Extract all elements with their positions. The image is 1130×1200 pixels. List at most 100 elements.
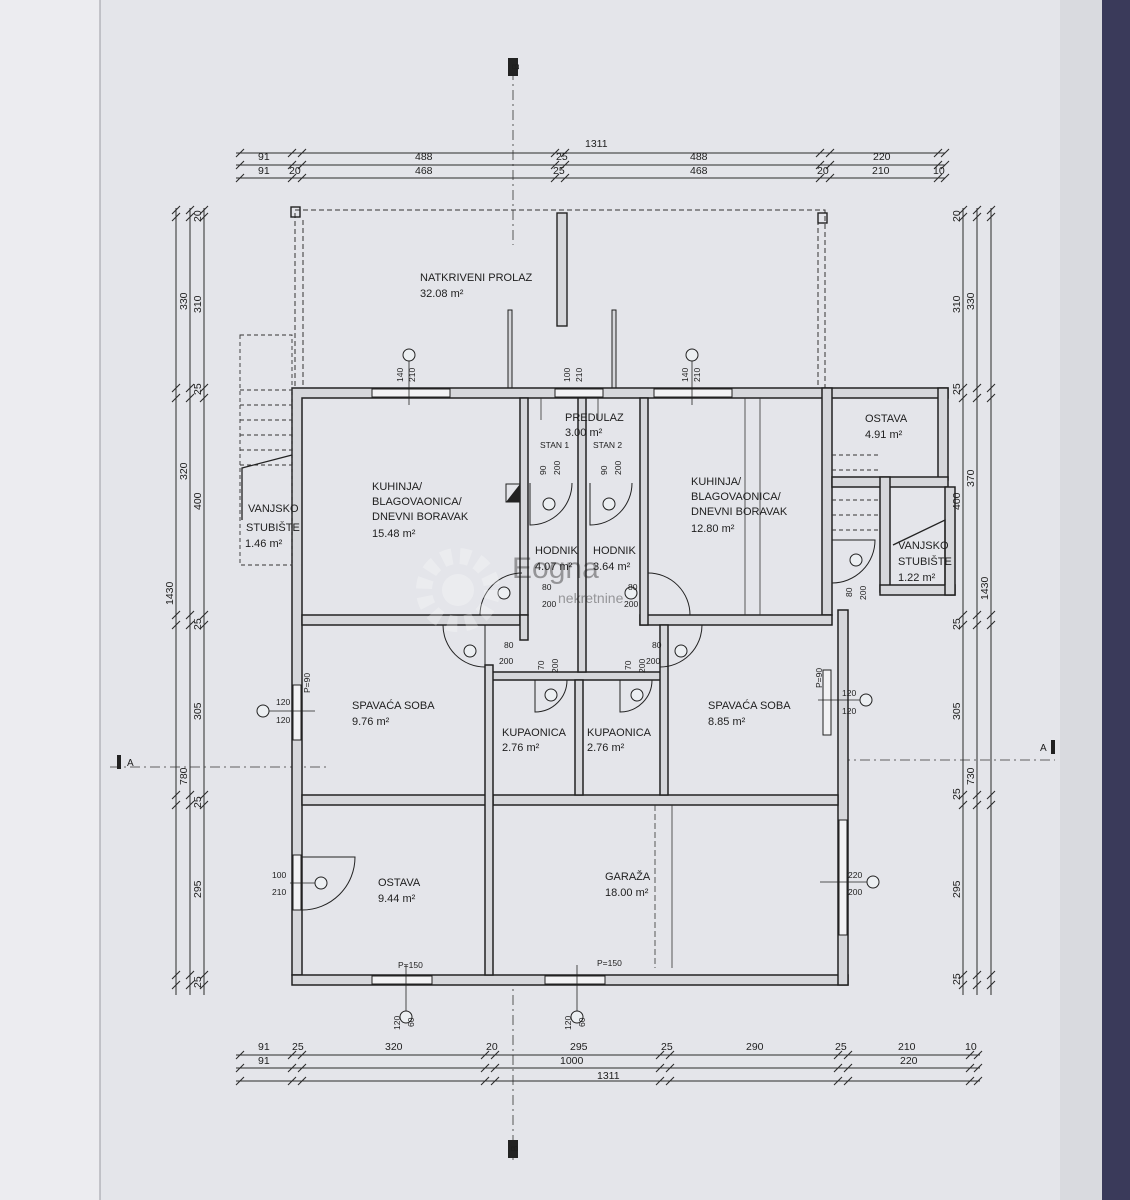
w-sr-a: 120	[842, 688, 856, 698]
dim-tick	[958, 980, 968, 990]
dim-tick	[958, 610, 968, 620]
room-kupaonica-l-area: 2.76 m²	[502, 742, 540, 754]
d-sl-a: 80	[504, 640, 514, 650]
dim-tick	[833, 1076, 843, 1086]
dim-tick	[972, 610, 982, 620]
desk-edge	[1100, 0, 1130, 1200]
dim-tick	[199, 980, 209, 990]
marker-circle-window-sr	[859, 693, 873, 707]
dim-tick	[833, 1050, 843, 1060]
d-vr-a: 80	[844, 587, 854, 597]
dim-bottom-row1: 10	[965, 1041, 977, 1053]
section-marker-bottom-box	[508, 1140, 518, 1158]
dim-tick	[297, 1063, 307, 1073]
dim-right-inner: 25	[951, 383, 963, 395]
fence-post-left	[507, 309, 513, 389]
door-swing-stair-right	[831, 539, 876, 584]
dim-top-row2: 20	[289, 165, 301, 177]
dim-tick	[986, 212, 996, 222]
wall-v-hall-center	[577, 397, 587, 673]
dim-tick	[665, 1076, 675, 1086]
dim-tick	[986, 970, 996, 980]
dim-tick	[815, 160, 825, 170]
dim-bottom-row1: 25	[835, 1041, 847, 1053]
section-label-left: A	[127, 758, 134, 769]
w-sl-a: 120	[276, 697, 290, 707]
dim-tick	[199, 620, 209, 630]
dim-bottom-row1: 290	[746, 1041, 764, 1053]
door-swing-bath-left	[534, 679, 568, 713]
watermark-sun-icon	[442, 574, 474, 606]
marker-circle-kl	[402, 348, 416, 362]
dim-tick	[235, 1063, 245, 1073]
w-sr-b: 120	[842, 706, 856, 716]
outer-wall-storage-right	[937, 387, 949, 481]
w-kr-a: 140	[680, 368, 690, 382]
dim-tick	[480, 1050, 490, 1060]
dim-tick	[480, 1076, 490, 1086]
parapet-sr: P=90	[814, 668, 824, 688]
dim-top-row1: 488	[690, 151, 708, 163]
d-stan1-b: 200	[552, 461, 562, 475]
dim-top-row1: 25	[556, 151, 568, 163]
dim-tick	[972, 800, 982, 810]
room-kuhinja-l-line3: DNEVNI BORAVAK	[372, 511, 469, 523]
dim-top-row1: 488	[415, 151, 433, 163]
dim-tick	[297, 160, 307, 170]
wall-v-bath-center	[574, 679, 584, 796]
dim-tick	[958, 970, 968, 980]
dim-tick	[185, 790, 195, 800]
dim-tick	[171, 620, 181, 630]
parapet-sl: P=90	[302, 673, 312, 693]
room-spavaca-r-name: SPAVAĆA SOBA	[708, 699, 791, 712]
room-kuhinja-r-area: 12.80 m²	[691, 523, 735, 535]
wall-h-left-2	[301, 794, 494, 806]
door-swing-bedroom-left	[442, 624, 486, 668]
dim-tick	[940, 173, 950, 183]
dim-tick	[825, 173, 835, 183]
dim-tick	[972, 393, 982, 403]
dim-tick	[287, 148, 297, 158]
dim-tick	[199, 790, 209, 800]
room-kuhinja-l-line2: BLAGOVAONICA/	[372, 496, 463, 508]
marker-circle-kupr	[630, 688, 644, 702]
dim-tick	[490, 1063, 500, 1073]
d-stan2-b: 200	[613, 461, 623, 475]
room-spavaca-r-area: 8.85 m²	[708, 716, 746, 728]
wall-stair-right-bottom	[879, 584, 956, 596]
room-kupaonica-l-name: KUPAONICA	[502, 727, 567, 739]
door-swing-hodnik-right	[647, 572, 691, 616]
watermark-logo	[416, 548, 500, 632]
d-kupl-a: 70	[536, 660, 546, 670]
dim-tick	[972, 790, 982, 800]
dim-bottom-total: 1311	[597, 1070, 620, 1082]
room-garaza-name: GARAŽA	[605, 870, 651, 883]
w-gar-b: 200	[848, 887, 862, 897]
paper-edge-shadow	[1060, 0, 1102, 1200]
fence-post-right	[611, 309, 617, 389]
window-garage-right	[838, 819, 848, 936]
d-stan2-a: 90	[599, 465, 609, 475]
dim-left-inner: 25	[192, 796, 204, 808]
dim-tick	[958, 620, 968, 630]
room-kuhinja-r-line1: KUHINJA/	[691, 476, 742, 488]
room-garaza-area: 18.00 m²	[605, 887, 649, 899]
dim-tick	[933, 148, 943, 158]
dim-tick	[972, 383, 982, 393]
dim-tick	[986, 790, 996, 800]
dim-tick	[655, 1050, 665, 1060]
dim-right-inner: 25	[951, 618, 963, 630]
section-label-top: B	[511, 63, 522, 70]
dim-tick	[171, 205, 181, 215]
dim-tick	[287, 1076, 297, 1086]
room-hodnik-l-name: HODNIK	[535, 545, 578, 557]
dim-tick	[972, 980, 982, 990]
dim-tick	[297, 148, 307, 158]
watermark-sub: nekretnine	[558, 590, 624, 606]
dim-tick	[185, 800, 195, 810]
dim-tick	[171, 970, 181, 980]
w-ostb-a: 120	[392, 1016, 402, 1030]
dim-tick	[655, 1076, 665, 1086]
watermark-name: Eogna	[512, 552, 599, 585]
